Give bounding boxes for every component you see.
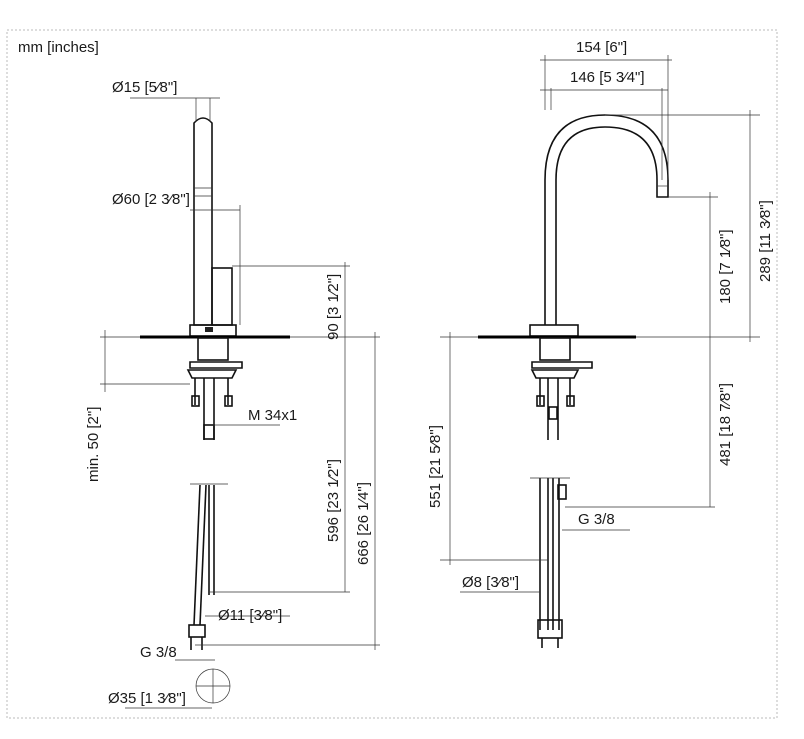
right-dim-reach-inner: 146 [5 3⁄4"]: [570, 69, 645, 86]
left-faucet-body: [193, 117, 213, 326]
right-spout: [544, 114, 669, 325]
right-base: [529, 324, 579, 337]
left-handle: [211, 267, 233, 326]
left-dim-thread: M 34x1: [248, 407, 297, 424]
right-dim-hose-diameter: Ø8 [3⁄8"]: [462, 574, 519, 591]
right-dim-reach-outer: 154 [6"]: [576, 39, 627, 56]
right-view: 154 [6"] 146 [5 3⁄4"] 289 [11 3⁄8"] 180 …: [427, 39, 774, 648]
right-dim-total-height: 289 [11 3⁄8"]: [757, 200, 774, 282]
right-dim-connection: G 3/8: [578, 511, 615, 528]
left-dim-connection: G 3/8: [140, 644, 177, 661]
left-dim-handle-height: 90 [3 1⁄2"]: [325, 274, 342, 340]
left-dim-diameter-top: Ø15 [5⁄8"]: [112, 79, 177, 96]
left-view: Ø15 [5⁄8"] Ø60 [2 3⁄8"] 90 [3 1⁄2"] min.…: [85, 79, 380, 709]
right-dim-551: 551 [21 5⁄8"]: [427, 425, 444, 508]
left-dim-hole-diameter: Ø35 [1 3⁄8"]: [108, 690, 186, 707]
drawing-frame: [6, 29, 778, 719]
left-dim-596: 596 [23 1⁄2"]: [325, 459, 342, 542]
left-dim-666: 666 [26 1⁄4"]: [355, 482, 372, 565]
left-dim-hose-diameter: Ø11 [3⁄8"]: [218, 607, 282, 624]
right-dim-hose-length: 481 [18 7⁄8"]: [717, 383, 734, 466]
right-dim-spout-height: 180 [7 1⁄8"]: [717, 229, 734, 304]
left-dim-min-thickness: min. 50 [2"]: [85, 407, 102, 482]
units-label: mm [inches]: [18, 39, 99, 56]
left-dim-diameter-body: Ø60 [2 3⁄8"]: [112, 191, 190, 208]
